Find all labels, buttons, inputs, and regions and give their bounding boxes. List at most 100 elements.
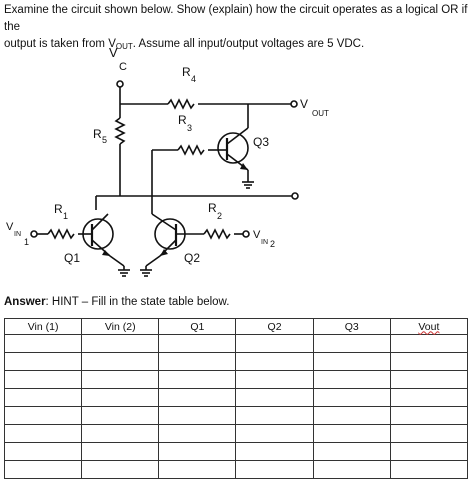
table-cell[interactable] bbox=[312, 334, 391, 353]
table-row bbox=[3, 442, 469, 461]
r5-label: R bbox=[93, 127, 102, 141]
q1-collector bbox=[91, 213, 109, 231]
question-line-2: output is taken from VOUT. Assume all in… bbox=[4, 36, 472, 55]
r4-resistor bbox=[167, 98, 195, 110]
table-cell[interactable] bbox=[312, 388, 391, 407]
q3-ground-icon bbox=[242, 181, 254, 189]
q3-transistor bbox=[217, 132, 249, 164]
q2-emitter-arrow bbox=[160, 249, 168, 256]
table-cell[interactable] bbox=[3, 334, 83, 353]
vin1-subscript: IN bbox=[14, 231, 21, 238]
table-cell[interactable] bbox=[312, 352, 391, 371]
vc-label: V bbox=[109, 45, 118, 60]
table-cell[interactable] bbox=[81, 388, 160, 407]
table-cell[interactable] bbox=[158, 370, 237, 389]
table-cell[interactable] bbox=[158, 442, 237, 461]
r3-label: R bbox=[178, 113, 187, 127]
r3-subscript: 3 bbox=[187, 123, 192, 133]
table-cell[interactable] bbox=[158, 424, 237, 443]
header-q2: Q2 bbox=[235, 318, 314, 335]
r5-resistor bbox=[114, 117, 126, 145]
vin2-label: V bbox=[253, 229, 261, 241]
table-cell[interactable] bbox=[235, 406, 314, 425]
table-row bbox=[3, 406, 469, 425]
q2-ground-icon bbox=[140, 269, 152, 277]
q3-label: Q3 bbox=[253, 135, 269, 149]
r1-subscript: 1 bbox=[63, 211, 68, 221]
table-cell[interactable] bbox=[389, 370, 469, 389]
q1-ground-icon bbox=[118, 269, 130, 277]
r2-subscript: 2 bbox=[217, 211, 222, 221]
r1-label: R bbox=[54, 202, 63, 216]
table-cell[interactable] bbox=[312, 370, 391, 389]
r4-label: R bbox=[182, 65, 191, 79]
question-text: Examine the circuit shown below. Show (e… bbox=[4, 2, 472, 55]
table-cell[interactable] bbox=[235, 424, 314, 443]
table-cell[interactable] bbox=[81, 352, 160, 371]
collector-terminal bbox=[291, 192, 299, 200]
vout-terminal bbox=[290, 100, 298, 108]
table-row bbox=[3, 388, 469, 407]
table-cell[interactable] bbox=[235, 370, 314, 389]
state-table: Vin (1) Vin (2) Q1 Q2 Q3 Vout bbox=[3, 318, 469, 479]
r2-resistor bbox=[203, 228, 231, 240]
vc-terminal bbox=[116, 80, 124, 88]
table-cell[interactable] bbox=[3, 424, 83, 443]
answer-line: Answer: HINT – Fill in the state table b… bbox=[4, 296, 229, 308]
table-cell[interactable] bbox=[3, 352, 83, 371]
table-cell[interactable] bbox=[235, 352, 314, 371]
q2-collector bbox=[151, 213, 177, 231]
table-cell[interactable] bbox=[3, 370, 83, 389]
vin1-terminal bbox=[30, 230, 38, 238]
table-row bbox=[3, 334, 469, 353]
header-vin1: Vin (1) bbox=[3, 318, 83, 335]
table-cell[interactable] bbox=[235, 442, 314, 461]
table-cell[interactable] bbox=[389, 406, 469, 425]
table-cell[interactable] bbox=[235, 388, 314, 407]
header-vin2: Vin (2) bbox=[81, 318, 160, 335]
table-cell[interactable] bbox=[312, 406, 391, 425]
table-row bbox=[3, 424, 469, 443]
q2-ground-wire bbox=[145, 255, 161, 267]
state-table-body bbox=[3, 334, 469, 479]
table-cell[interactable] bbox=[158, 334, 237, 353]
answer-hint: : HINT – Fill in the state table below. bbox=[45, 296, 230, 308]
q1-ground-wire bbox=[109, 255, 125, 267]
q1-label: Q1 bbox=[64, 251, 80, 265]
table-cell[interactable] bbox=[389, 424, 469, 443]
table-cell[interactable] bbox=[3, 442, 83, 461]
vin2-subscript: IN bbox=[261, 239, 268, 246]
vin2-terminal bbox=[242, 230, 250, 238]
r3-resistor bbox=[177, 144, 205, 156]
vout-subscript: OUT bbox=[115, 42, 133, 51]
table-cell[interactable] bbox=[81, 334, 160, 353]
table-cell[interactable] bbox=[158, 388, 237, 407]
table-cell[interactable] bbox=[81, 424, 160, 443]
table-cell[interactable] bbox=[312, 442, 391, 461]
table-cell[interactable] bbox=[389, 388, 469, 407]
table-cell[interactable] bbox=[158, 352, 237, 371]
table-cell[interactable] bbox=[3, 406, 83, 425]
table-cell[interactable] bbox=[389, 442, 469, 461]
r2-label: R bbox=[208, 201, 217, 215]
table-row bbox=[3, 352, 469, 371]
table-cell[interactable] bbox=[81, 442, 160, 461]
table-cell[interactable] bbox=[81, 406, 160, 425]
vout-label: V bbox=[300, 97, 308, 111]
answer-label: Answer bbox=[4, 296, 46, 308]
question-line-2-pre: output is taken from V bbox=[4, 38, 116, 50]
vin1-index: 1 bbox=[24, 237, 29, 247]
vin1-label: V bbox=[6, 221, 14, 233]
vout-subscript: OUT bbox=[312, 109, 329, 118]
r4-subscript: 4 bbox=[191, 74, 196, 84]
table-cell[interactable] bbox=[81, 370, 160, 389]
table-cell[interactable] bbox=[389, 352, 469, 371]
table-cell[interactable] bbox=[3, 388, 83, 407]
header-q3: Q3 bbox=[312, 318, 391, 335]
table-cell[interactable] bbox=[235, 334, 314, 353]
table-cell[interactable] bbox=[389, 334, 469, 353]
q3-collector bbox=[226, 127, 249, 145]
q1-emitter-arrow bbox=[102, 250, 110, 256]
table-cell[interactable] bbox=[158, 406, 237, 425]
table-cell[interactable] bbox=[312, 424, 391, 443]
